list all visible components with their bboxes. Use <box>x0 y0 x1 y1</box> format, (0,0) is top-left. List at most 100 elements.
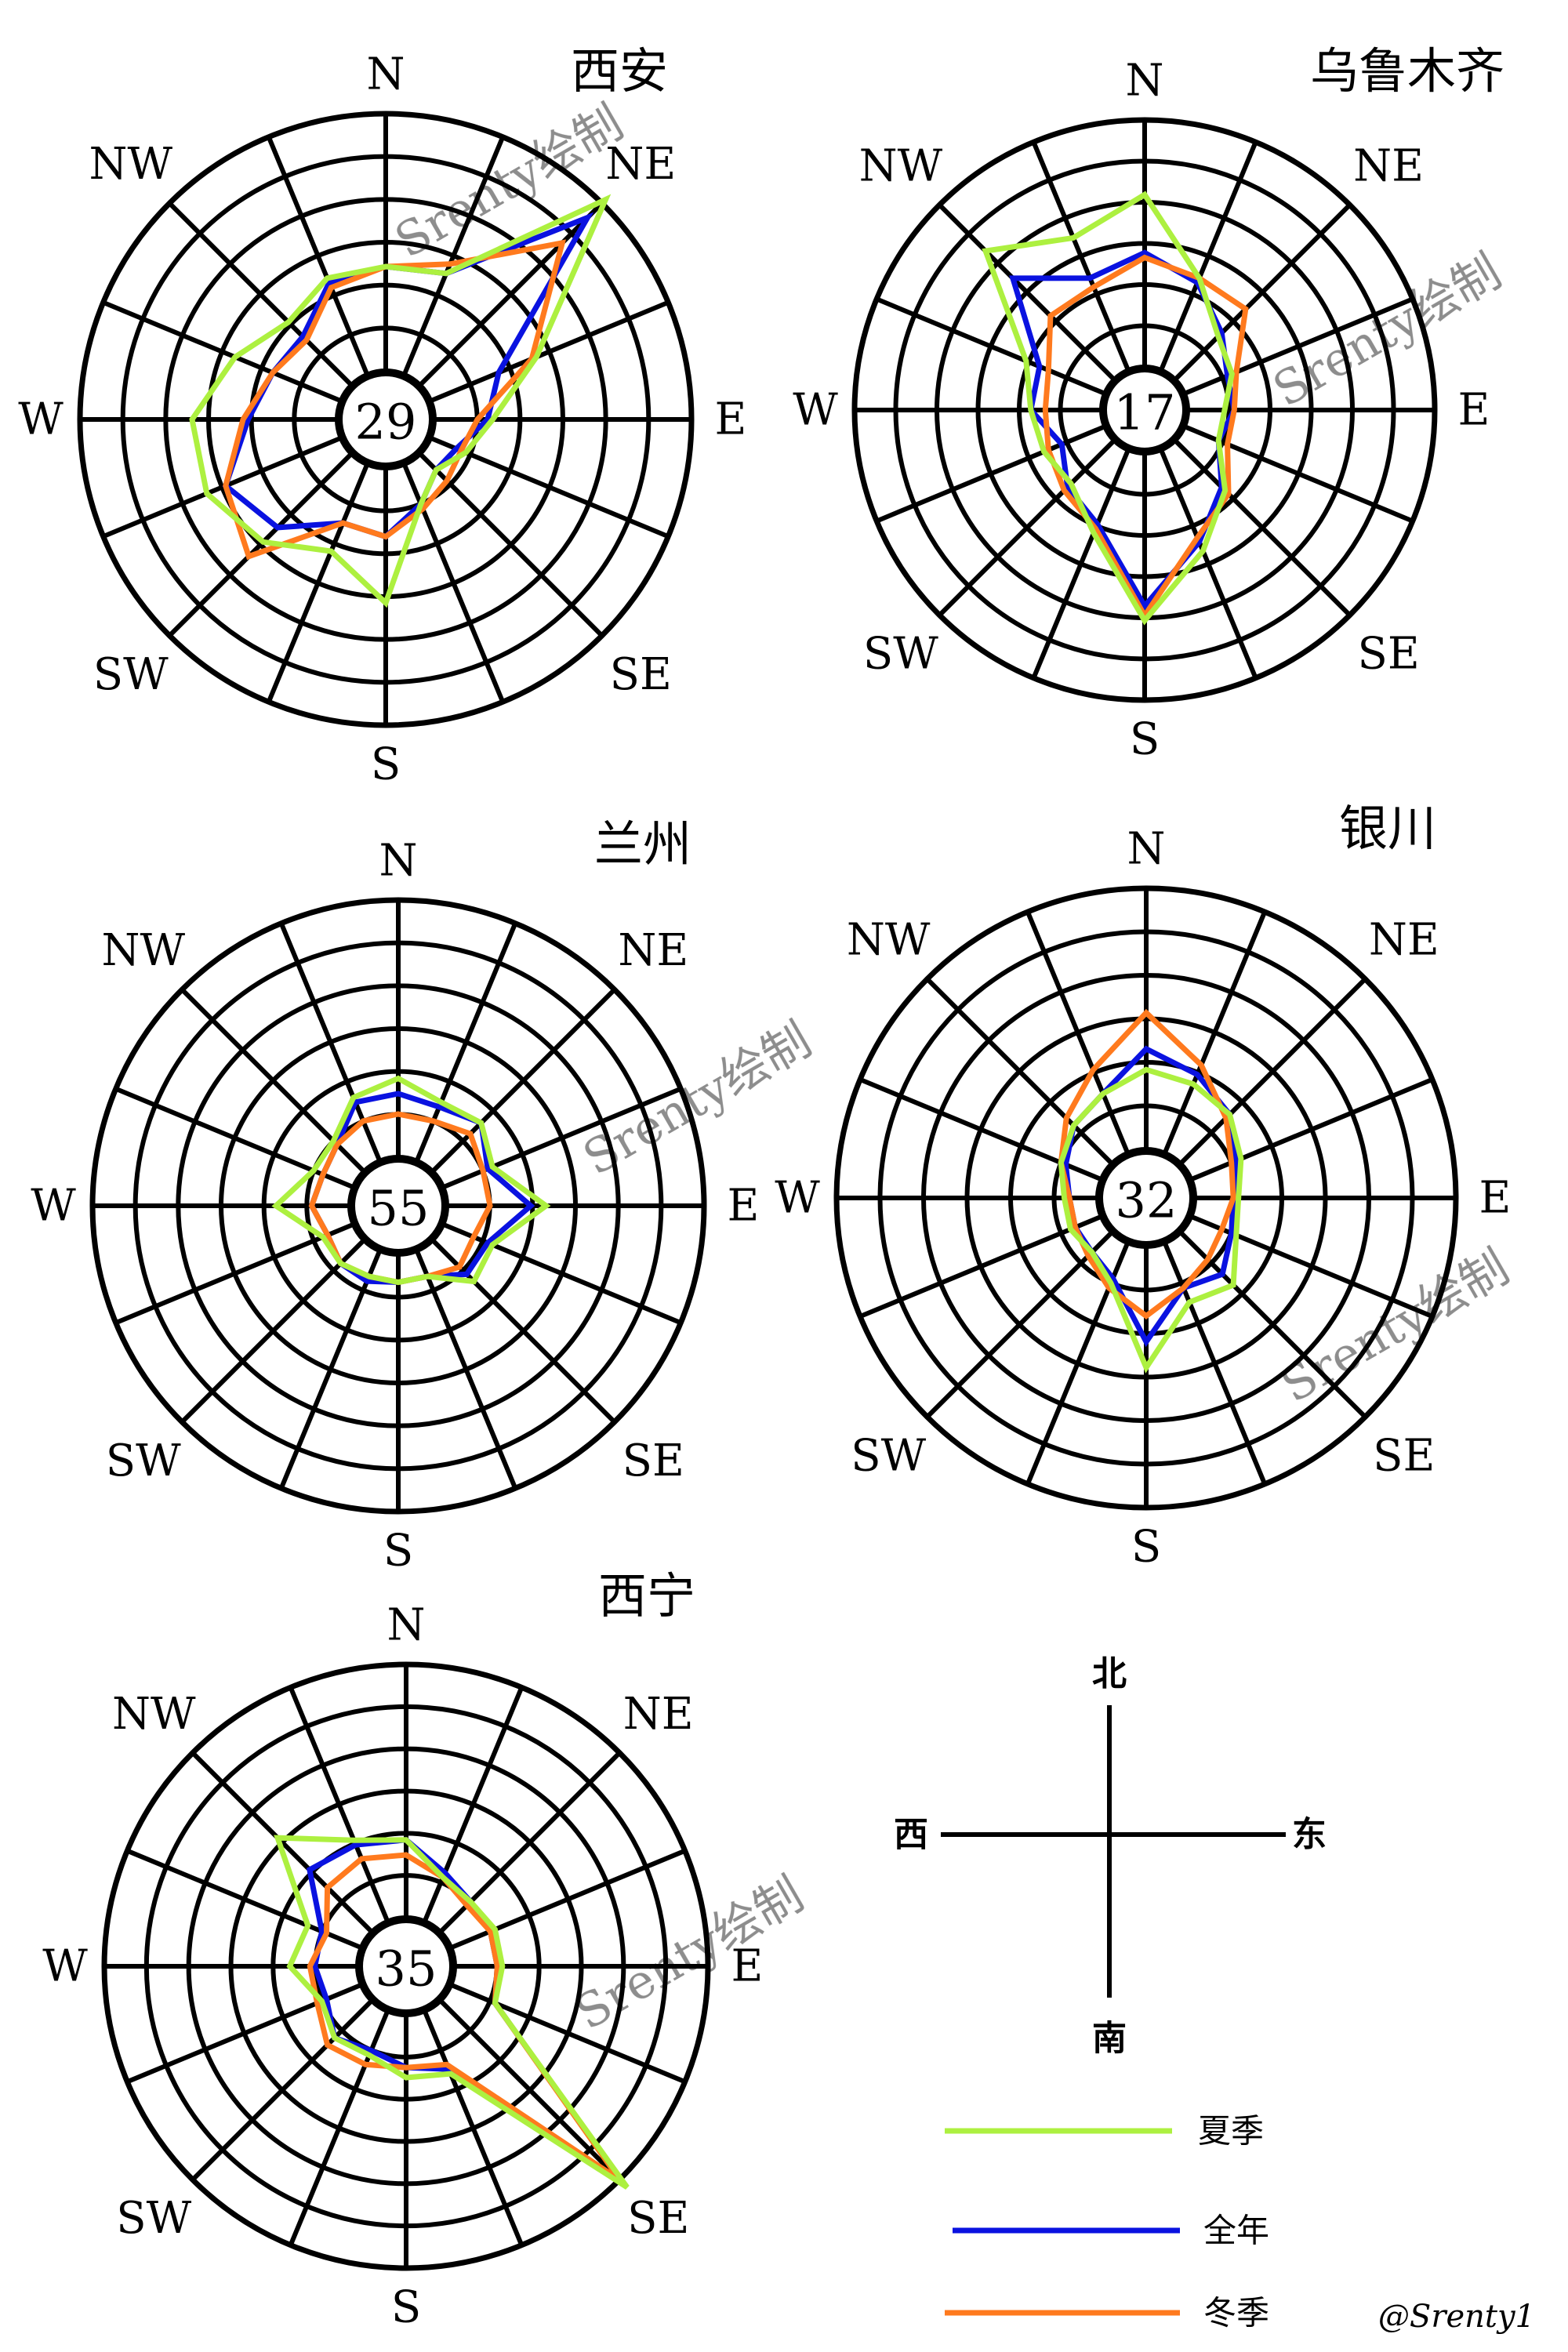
direction-label-s: S <box>391 2282 421 2333</box>
center-circle <box>1098 1150 1194 1246</box>
chart-title: 兰州 <box>594 815 691 873</box>
grid-spoke-wsw <box>858 1214 1102 1319</box>
direction-label-nw: NW <box>101 925 185 976</box>
grid-spoke-sw <box>191 1998 374 2182</box>
direction-label-se: SE <box>627 2193 689 2244</box>
direction-label-ne: NE <box>618 925 688 976</box>
legend-annual-label: 全年 <box>1203 2212 1269 2250</box>
signature: @Srenty1 <box>1378 2299 1535 2335</box>
center-circle <box>358 1918 454 2014</box>
direction-label-s: S <box>371 739 401 790</box>
center-value: 55 <box>368 1180 430 1237</box>
direction-label-nw: NW <box>859 140 943 191</box>
direction-label-ne: NE <box>1369 915 1439 966</box>
grid-spoke-wsw <box>114 1221 354 1326</box>
grid-spoke-nw <box>938 203 1116 382</box>
direction-label-nw: NW <box>89 139 172 190</box>
compass-north-label: 北 <box>1092 1654 1127 1694</box>
grid-spoke-ese <box>442 1221 682 1326</box>
watermark: Srenty绘制 <box>575 1012 821 1186</box>
direction-label-e: E <box>728 1181 760 1232</box>
grid-spoke-se <box>1178 1230 1367 1419</box>
direction-label-e: E <box>1479 1173 1512 1224</box>
grid-spoke-nnw <box>266 136 370 376</box>
direction-label-se: SE <box>1358 629 1420 680</box>
center-value: 17 <box>1114 384 1176 441</box>
grid-spoke-sw <box>938 438 1116 617</box>
compass-south-label: 南 <box>1092 2019 1127 2059</box>
watermarks: Srenty绘制 Srenty绘制 Srenty绘制 Srenty绘制 Sren… <box>387 95 1519 2041</box>
direction-label-nw: NW <box>847 915 931 966</box>
direction-label-e: E <box>1458 385 1490 436</box>
direction-label-nw: NW <box>112 1689 196 1740</box>
grid-spoke-se <box>438 1998 622 2182</box>
grid-spoke-nw <box>191 1751 374 1934</box>
direction-label-s: S <box>1130 714 1160 765</box>
direction-label-n: N <box>1127 824 1166 875</box>
compass-cross: 北 南 西 东 <box>894 1654 1327 2059</box>
series-line-summer <box>982 191 1235 626</box>
grid-spoke-nne <box>401 136 506 376</box>
grid-spoke-sse <box>401 463 506 703</box>
grid-spoke-ne <box>1178 977 1367 1166</box>
series-line-annual <box>1062 1045 1240 1348</box>
direction-label-w: W <box>31 1181 76 1232</box>
grid-spoke-se <box>418 452 604 637</box>
direction-label-n: N <box>367 49 405 100</box>
grid-spoke-nw <box>168 201 354 387</box>
grid-spoke-ese <box>450 1982 686 2085</box>
direction-label-s: S <box>1131 1522 1161 1573</box>
grid-spoke-se <box>1173 438 1352 617</box>
grid-spoke-ene <box>450 1848 686 1951</box>
series-line-winter <box>307 1852 622 2183</box>
direction-label-sw: SW <box>93 649 169 700</box>
grid-spoke-wsw <box>876 424 1106 524</box>
grid-spoke-ese <box>1183 424 1414 524</box>
grid-spoke-ne <box>1173 203 1352 382</box>
grid-spoke-sse <box>414 1250 518 1490</box>
series-line-winter <box>223 239 566 561</box>
center-circle <box>1102 368 1187 452</box>
grid-spoke-wnw <box>114 1086 354 1190</box>
direction-label-n: N <box>1126 56 1164 107</box>
grid-spoke-sse <box>422 2010 524 2246</box>
chart-title: 银川 <box>1339 800 1436 857</box>
direction-label-e: E <box>715 394 747 445</box>
grid-spoke-wsw <box>102 435 342 539</box>
series-line-summer <box>189 194 612 608</box>
direction-label-sw: SW <box>851 1430 926 1481</box>
direction-label-ne: NE <box>1353 140 1424 191</box>
compass-east-label: 东 <box>1292 1815 1327 1855</box>
center-value: 29 <box>355 394 417 451</box>
legend-winter-label: 冬季 <box>1203 2294 1269 2332</box>
direction-label-e: E <box>731 1941 764 1992</box>
grid-spoke-nw <box>925 977 1114 1166</box>
grid-spoke-sse <box>1159 448 1258 679</box>
series-line-summer <box>1058 1066 1244 1374</box>
legend: 夏季 全年 冬季 <box>945 2112 1269 2332</box>
direction-label-se: SE <box>610 649 672 700</box>
direction-label-sw: SW <box>863 629 938 680</box>
series-line-winter <box>1058 1008 1236 1319</box>
grid-spoke-sse <box>1162 1242 1267 1486</box>
direction-label-n: N <box>387 1600 426 1651</box>
watermark: Srenty绘制 <box>567 1867 813 2041</box>
direction-label-sw: SW <box>106 1436 181 1486</box>
direction-label-se: SE <box>1373 1430 1435 1481</box>
grid-spoke-wnw <box>102 299 342 404</box>
grid-spoke-wnw <box>876 296 1106 396</box>
grid-spoke-ssw <box>278 1250 383 1490</box>
direction-label-sw: SW <box>116 2193 191 2244</box>
direction-label-w: W <box>18 394 64 445</box>
grid-spoke-ssw <box>288 2010 390 2246</box>
grid-spoke-ssw <box>266 463 370 703</box>
grid-spoke-sw <box>180 1238 366 1424</box>
grid-spoke-nne <box>1159 141 1258 372</box>
direction-label-ne: NE <box>623 1689 694 1740</box>
grid-spoke-ssw <box>1031 448 1131 679</box>
grid-spoke-nnw <box>1025 910 1131 1154</box>
